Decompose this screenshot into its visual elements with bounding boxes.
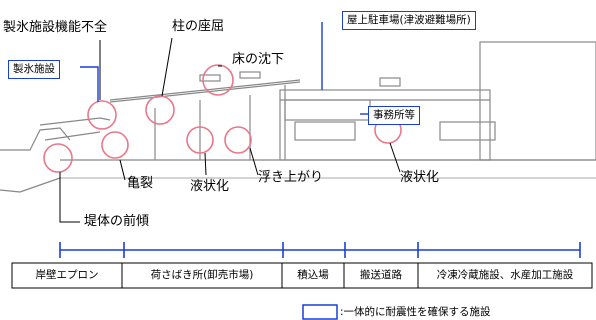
label-liquefaction-right: 液状化 [400, 170, 440, 185]
market-roof-edge [109, 81, 301, 103]
label-ice-malfunction: 製氷施設機能不全 [3, 20, 108, 35]
zone-cold-storage-processing: 冷凍冷蔵施設、水産加工施設 [436, 269, 574, 281]
zone-handling-market: 荷さばき所(卸売市場) [150, 269, 254, 281]
label-ice-plant: 製氷施設 [8, 60, 60, 79]
legend-swatch [302, 304, 338, 320]
damage-circle-column [145, 95, 175, 125]
damage-circle-ice [87, 100, 117, 130]
damage-circle-liq-left [186, 126, 214, 154]
market-roof [109, 79, 301, 101]
bank-slope [0, 177, 61, 193]
label-bank-tilt: 堤体の前傾 [84, 214, 150, 229]
damage-circle-uplift [224, 126, 252, 154]
label-column-buckling: 柱の座屈 [172, 19, 225, 34]
damage-circle-crack [101, 131, 129, 159]
zone-row-lines [11, 262, 593, 289]
ice-plant-pipe [39, 117, 111, 126]
label-rooftop-parking: 屋上駐車場(津波避難場所) [342, 11, 476, 30]
damage-circle-bank [43, 143, 73, 173]
legend-text: :一体的に耐震性を確保する施設 [340, 306, 491, 318]
zone-scale [59, 242, 581, 258]
zone-quay-apron: 岸壁エプロン [35, 269, 99, 281]
truck-right [439, 121, 496, 141]
roof-vent-2 [239, 71, 261, 79]
zone-loading: 積込場 [297, 269, 329, 281]
damage-circle-floor [202, 64, 234, 96]
zone-transport-road: 搬送道路 [360, 269, 402, 281]
parked-car-roof [379, 77, 401, 87]
parking-building [279, 89, 491, 161]
roof-vent [199, 74, 221, 82]
ice-plant-pipe-lower [44, 131, 101, 141]
label-liquefaction-left: 液状化 [190, 179, 230, 194]
office-block [284, 99, 371, 121]
blue-leaders [80, 22, 368, 115]
label-uplift: 浮き上がり [258, 170, 324, 185]
label-crack: 亀裂 [127, 176, 154, 191]
label-floor-subsidence: 床の沈下 [232, 52, 285, 67]
truck-left [294, 121, 356, 141]
cold-storage-building [479, 41, 596, 161]
leader-lines [59, 37, 401, 223]
quay-wall [0, 127, 71, 151]
label-office: 事務所等 [368, 106, 420, 125]
